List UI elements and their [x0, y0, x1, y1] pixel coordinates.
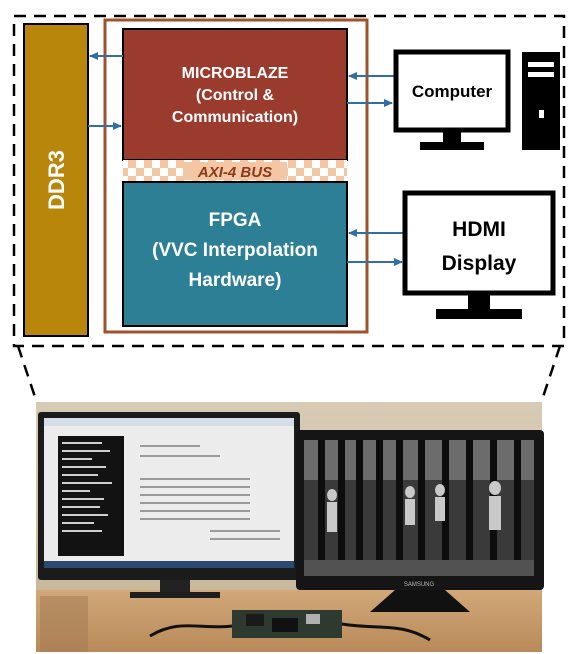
ddr3-block — [23, 23, 89, 337]
computer-tower-icon — [522, 52, 560, 150]
hdmi-line1: HDMI — [452, 218, 506, 241]
ddr3-label: DDR3 — [44, 150, 69, 210]
microblaze-line1: MICROBLAZE — [182, 65, 289, 82]
soc-container — [103, 18, 369, 334]
hdmi-line2: Display — [442, 252, 517, 275]
hdmi-monitor-icon — [402, 190, 556, 319]
setup-photo: SAMSUNG — [36, 402, 544, 652]
computer-label: Computer — [412, 82, 493, 101]
microblaze-line3: Communication) — [172, 109, 298, 126]
axi-bus-label: AXI-4 BUS — [197, 164, 272, 181]
microblaze-line2: (Control & — [196, 87, 275, 104]
microblaze-block — [122, 28, 348, 161]
fpga-line3: Hardware) — [189, 270, 282, 291]
fpga-line2: (VVC Interpolation — [152, 240, 318, 261]
monitor-brand: SAMSUNG — [404, 582, 435, 588]
computer-monitor-icon — [393, 49, 511, 150]
zoom-line-right — [540, 345, 562, 401]
fpga-line1: FPGA — [209, 210, 262, 231]
axi-bus-label-bg — [183, 162, 287, 180]
fpga-block — [122, 181, 348, 327]
zoom-line-left — [16, 345, 38, 401]
